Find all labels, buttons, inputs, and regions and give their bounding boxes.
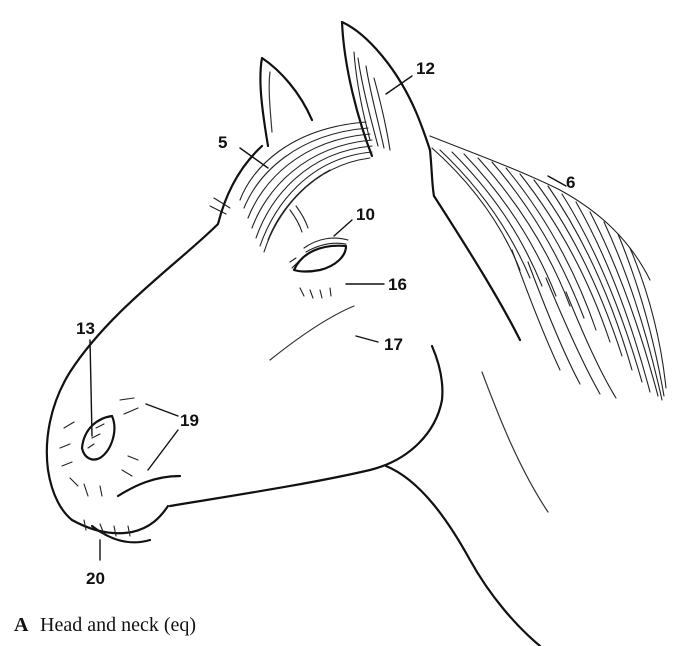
callout-5: 5 xyxy=(218,133,227,152)
callout-20: 20 xyxy=(86,569,105,588)
leader-13 xyxy=(90,340,92,436)
leader-19b xyxy=(148,430,178,470)
caption-text: Head and neck (eq) xyxy=(40,614,196,636)
forelock xyxy=(210,122,372,252)
callout-12: 12 xyxy=(416,59,435,78)
left-ear xyxy=(260,58,312,146)
callout-13: 13 xyxy=(76,319,95,338)
callout-6: 6 xyxy=(566,173,575,192)
leader-lines xyxy=(90,76,566,560)
under-eye-hairs xyxy=(300,288,331,298)
leader-19a xyxy=(146,404,178,416)
callout-19: 19 xyxy=(180,411,199,430)
callout-16: 16 xyxy=(388,275,407,294)
callout-10: 10 xyxy=(356,205,375,224)
callout-17: 17 xyxy=(384,335,403,354)
muzzle-whiskers xyxy=(60,398,138,536)
leader-6 xyxy=(548,176,566,186)
nostril xyxy=(82,416,114,460)
figure-caption: A Head and neck (eq) xyxy=(14,614,196,636)
callouts: 5 6 10 12 13 16 17 19 20 xyxy=(76,59,575,588)
leader-17 xyxy=(356,336,378,342)
caption-letter: A xyxy=(14,614,29,636)
leader-10 xyxy=(334,220,352,236)
eye xyxy=(290,238,348,271)
